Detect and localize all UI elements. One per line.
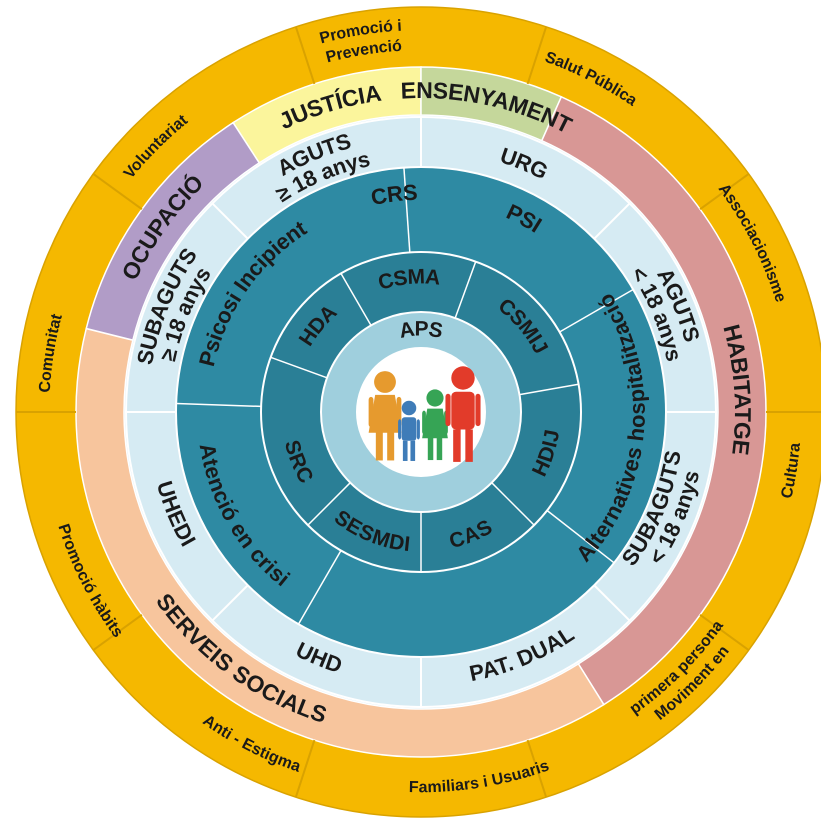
divider-line (340, 273, 372, 326)
divider-line (699, 173, 750, 211)
divider-line (294, 26, 316, 85)
divider-line (294, 739, 316, 798)
divider-line (593, 202, 631, 240)
aps-label: APS (397, 317, 444, 342)
divider-line (699, 613, 750, 651)
divider-line (519, 383, 579, 396)
divider-line (526, 739, 548, 798)
divider-line (297, 550, 342, 625)
divider-line (559, 288, 634, 333)
divider-line (526, 26, 548, 85)
divider-line (403, 167, 411, 253)
divider-line (546, 509, 615, 564)
divider-line (491, 482, 535, 526)
sector-band-4 (85, 121, 261, 342)
divider-line (211, 202, 249, 240)
divider-line (307, 482, 351, 526)
divider-line (454, 261, 477, 319)
divider-line (270, 356, 328, 379)
program-label-0: CRS (369, 180, 418, 210)
divider-line (92, 173, 143, 211)
divider-line (593, 584, 631, 622)
divider-line (176, 402, 262, 408)
divider-line (92, 613, 143, 651)
divider-line (211, 584, 249, 622)
family-icon (368, 366, 481, 462)
